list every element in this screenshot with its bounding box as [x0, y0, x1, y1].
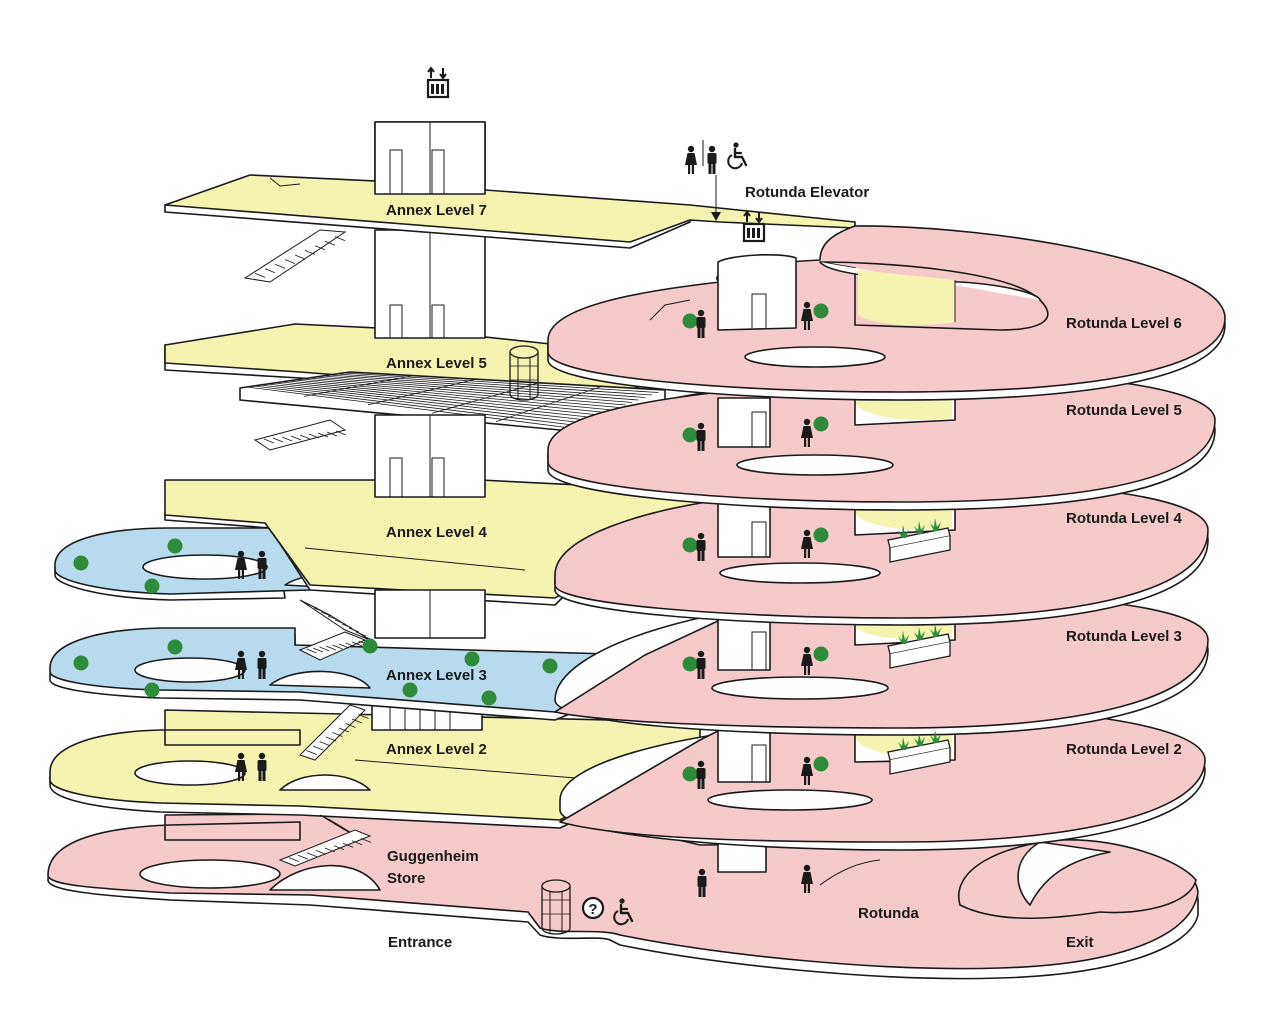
green-dot-icon [73, 655, 89, 671]
green-dot-icon [682, 656, 698, 672]
green-dot-icon [813, 527, 829, 543]
green-dot-icon [542, 658, 558, 674]
green-dot-icon [682, 537, 698, 553]
label-rotunda-elevator: Rotunda Elevator [745, 184, 869, 201]
green-dot-icon [813, 756, 829, 772]
rotunda-elevator-callout [685, 140, 748, 221]
green-dot-icon [813, 303, 829, 319]
exit-ramp-edge [1017, 841, 1111, 906]
rotunda-level-3 [554, 593, 1209, 736]
label-annex-level-2: Annex Level 2 [386, 741, 487, 758]
rotunda-level-4 [554, 481, 1209, 626]
green-dot-icon [464, 651, 480, 667]
man-restroom-icon [707, 145, 717, 174]
label-rotunda-level-6: Rotunda Level 6 [1066, 315, 1182, 332]
label-annex-level-3: Annex Level 3 [386, 667, 487, 684]
label-guggenheim-store-2: Store [387, 870, 425, 887]
rotunda-level-2 [559, 706, 1206, 851]
green-dot-icon [682, 427, 698, 443]
green-dot-icon [167, 538, 183, 554]
label-annex-level-5: Annex Level 5 [386, 355, 487, 372]
label-exit: Exit [1066, 934, 1094, 951]
ground-stair-curve [269, 864, 381, 891]
green-dot-icon [144, 578, 160, 594]
info-glyph: ? [588, 901, 597, 918]
annex-level-5 [164, 323, 666, 431]
info-desk[interactable]: ? [581, 896, 605, 920]
map-labels: Annex Level 7 Annex Level 5 Annex Level … [386, 184, 1183, 951]
label-entrance: Entrance [388, 934, 452, 951]
green-dot-icon [813, 416, 829, 432]
label-guggenheim-store: Guggenheim [387, 848, 479, 865]
wheelchair-icon [727, 141, 748, 170]
green-dot-icon [682, 766, 698, 782]
art-dots [73, 303, 829, 782]
label-annex-level-4: Annex Level 4 [386, 524, 488, 541]
green-dot-icon [481, 690, 497, 706]
label-rotunda: Rotunda [858, 905, 919, 922]
annex-core [243, 121, 486, 867]
label-rotunda-level-4: Rotunda Level 4 [1066, 510, 1183, 527]
label-rotunda-level-3: Rotunda Level 3 [1066, 628, 1182, 645]
elevator-icon[interactable] [426, 66, 450, 99]
annex-level-7 [164, 121, 856, 249]
woman-restroom-icon [685, 145, 697, 174]
rotunda-level-6 [547, 225, 1226, 401]
green-dot-icon [813, 646, 829, 662]
label-annex-level-7: Annex Level 7 [386, 202, 487, 219]
green-dot-icon [144, 682, 160, 698]
label-rotunda-level-5: Rotunda Level 5 [1066, 402, 1182, 419]
green-dot-icon [167, 639, 183, 655]
rotunda-level-5 [547, 371, 1216, 511]
ground-atrium-well [139, 859, 281, 889]
ground-floor [47, 811, 1199, 980]
green-dot-icon [402, 682, 418, 698]
ground-floor-surface [47, 811, 1199, 970]
green-dot-icon [362, 638, 378, 654]
label-rotunda-level-2: Rotunda Level 2 [1066, 741, 1182, 758]
question-mark-icon[interactable] [581, 896, 605, 920]
green-dot-icon [73, 555, 89, 571]
green-dot-icon [682, 313, 698, 329]
exit-ramp [957, 839, 1197, 919]
